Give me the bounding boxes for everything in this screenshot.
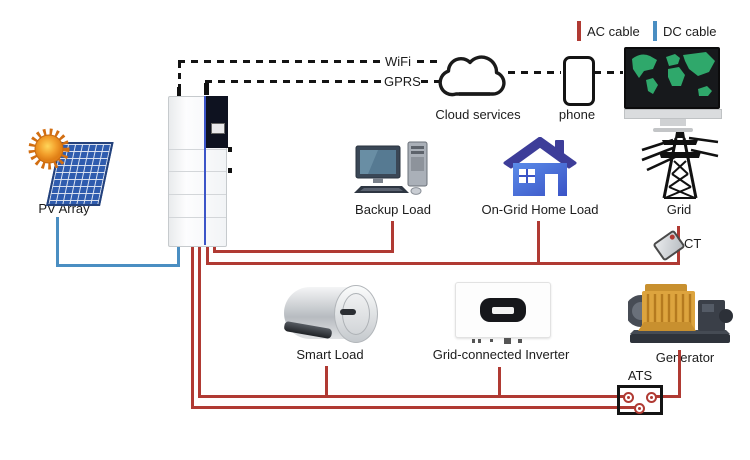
ac-cable-segment [498,367,501,397]
world-map-graphic [632,52,715,96]
dc-cable-legend-swatch [653,21,657,41]
ac-cable-segment [678,350,681,398]
ats-label: ATS [627,368,653,383]
battery-module-divider [169,171,226,172]
ac-cable-segment [198,244,201,398]
sun-icon [28,128,70,170]
ac-cable-segment [206,262,680,265]
gprs-antenna-icon [204,83,209,95]
heater-vent [340,309,356,315]
wifi-dashed-line [178,62,181,95]
generator-icon [628,284,733,343]
water-heater-icon [283,283,378,345]
gprs-dashed-line [205,80,381,83]
ac-cable-legend-swatch [577,21,581,41]
ac-cable-segment [651,395,681,398]
wifi-antenna-icon [177,87,181,96]
tower-connector [228,147,232,152]
grid-inverter-icon [455,282,551,344]
battery-module-divider [169,194,226,195]
inverter-connector [478,339,481,343]
ac-cable-segment [537,221,540,265]
ac-cable-segment [391,221,394,253]
house-icon [503,137,577,196]
monitor-world-map-icon [624,47,722,132]
monitor-stand [660,119,686,126]
ats-terminal [623,392,634,403]
ct-clamp-icon [652,229,686,262]
battery-module-divider [169,149,226,150]
cloud-label: Cloud services [435,107,521,122]
ac-cable-segment [191,406,639,409]
backup-load-label: Backup Load [355,202,431,217]
wifi-dashed-line [178,60,382,63]
dc-cable-segment [56,264,180,267]
ac-cable-segment [325,366,328,397]
ats-terminal [634,403,645,414]
smart-load-label: Smart Load [296,347,364,362]
tower-accent-stripe [204,96,206,245]
generator-label: Generator [655,350,715,365]
dc-cable-legend-label: DC cable [663,24,717,39]
ac-cable-segment [206,244,209,265]
wifi-label: WiFi [385,54,411,69]
monitor-base [653,128,693,132]
cloud-icon [438,55,506,97]
gprs-label: GPRS [384,74,421,89]
cloud-phone-dashed-line [508,71,561,74]
gprs-dashed-line [421,80,443,83]
ac-cable-legend-label: AC cable [587,24,640,39]
desktop-pc-icon [354,141,428,195]
monitor-chin [624,109,722,119]
grid-label: Grid [666,202,692,217]
inverter-display-panel [480,298,526,322]
battery-module-divider [169,217,226,218]
inverter-connector [490,339,493,342]
ac-cable-segment [213,250,394,253]
grid-inverter-label: Grid-connected Inverter [432,347,570,362]
ac-cable-segment [191,244,194,409]
smartphone-icon [563,56,595,106]
inverter-display-slot [492,307,514,314]
inverter-connector [472,339,475,343]
transmission-tower-icon [641,132,719,199]
wifi-dashed-line [417,60,443,63]
ongrid-home-load-label: On-Grid Home Load [481,202,599,217]
monitor-screen [624,47,720,109]
ac-cable-segment [213,244,216,253]
tower-connector [228,168,232,173]
phone-label: phone [558,107,596,122]
inverter-display [211,123,225,134]
phone-monitor-dashed-line [594,71,623,74]
dc-cable-segment [177,246,180,267]
inverter-connector [504,338,511,344]
ac-cable-segment [198,395,626,398]
ats-terminal [646,392,657,403]
dc-cable-segment [56,217,59,267]
inverter-connector [518,339,522,343]
ct-label: CT [684,236,702,251]
inverter-control-panel [206,96,228,148]
